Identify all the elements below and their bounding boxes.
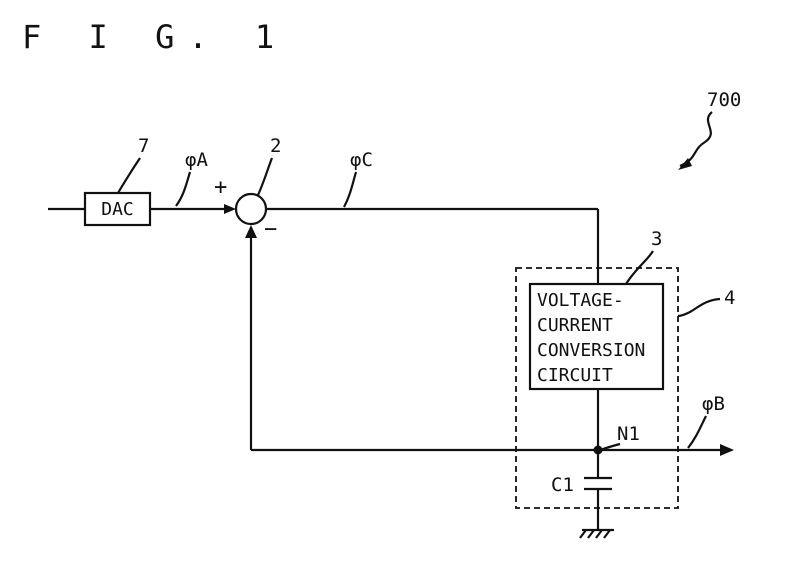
figure-title: F I G. 1 — [22, 18, 288, 56]
system-ref-arrow — [679, 111, 713, 168]
vi-conversion-block — [528, 282, 665, 391]
phi-c-leader — [343, 171, 358, 208]
dac-ref-leader — [117, 157, 141, 194]
cap-c1-label: C1 — [551, 474, 574, 496]
vcc-ref-leader — [625, 250, 654, 285]
node-n1-label: N1 — [617, 423, 640, 445]
summer-ref-leader — [257, 157, 274, 196]
vi-label-line-4: CIRCUIT — [537, 365, 613, 386]
dac-block — [83, 191, 152, 227]
summing-junction — [234, 192, 268, 226]
phi-c-label: φC — [350, 149, 373, 171]
phi-b-arrowhead — [720, 444, 734, 456]
phi-a-leader — [175, 171, 192, 207]
block-ref-leader — [677, 297, 721, 318]
minus-sign: − — [264, 217, 277, 242]
vi-label-line-3: CONVERSION — [537, 340, 645, 361]
summer-ref-label: 2 — [270, 135, 281, 157]
dac-ref-label: 7 — [138, 135, 149, 157]
vi-label-line-2: CURRENT — [537, 315, 613, 336]
feedback-arrowhead — [245, 225, 257, 238]
phi-b-leader — [687, 415, 707, 449]
block-ref-label: 4 — [724, 287, 735, 309]
vcc-ref-label: 3 — [651, 228, 662, 250]
vi-label-line-1: VOLTAGE- — [537, 290, 624, 311]
phi-b-label: φB — [702, 393, 725, 415]
phi-a-label: φA — [185, 149, 208, 171]
phi-a-arrowhead — [224, 204, 236, 214]
dac-label: DAC — [101, 199, 134, 220]
ground-icon — [579, 528, 614, 539]
plus-sign: + — [214, 175, 227, 200]
system-ref-label: 700 — [707, 89, 741, 111]
system-ref-arrowhead — [678, 158, 692, 170]
